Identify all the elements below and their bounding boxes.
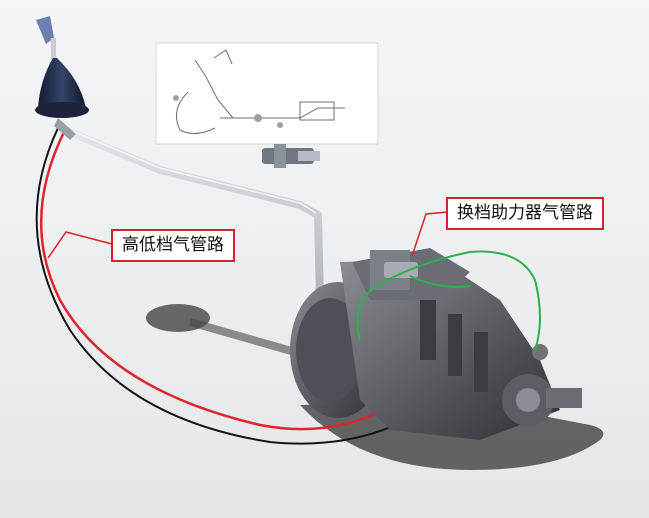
shift-boot-base xyxy=(35,102,89,118)
transmission-assembly xyxy=(290,248,582,440)
schematic-node xyxy=(254,114,262,122)
gear-shift-knob xyxy=(35,16,89,140)
schematic-hose-loop xyxy=(175,91,216,134)
schematic-node xyxy=(173,95,179,101)
shift-shaft xyxy=(51,38,56,60)
shift-assist-air-line-label: 换档助力器气管路 xyxy=(446,197,604,230)
shift-linkage-rod-highlight xyxy=(69,129,317,214)
shift-assist-air-line-branch xyxy=(409,275,471,288)
rear-bracket xyxy=(546,388,582,408)
shift-handle xyxy=(36,16,54,44)
shift-assist-air-line xyxy=(356,250,541,351)
schematic-cylinder xyxy=(299,101,335,121)
high-low-callout-leader xyxy=(47,231,113,259)
schematic-inset xyxy=(155,42,379,168)
housing-rib xyxy=(420,300,436,360)
schematic-lever-line xyxy=(194,59,234,119)
schematic-inset-panel xyxy=(155,42,379,145)
clutch-housing-face xyxy=(296,298,364,402)
housing-rib xyxy=(474,332,488,392)
shift-assist-callout-leader xyxy=(411,211,449,257)
high-low-gear-air-line-label: 高低档气管路 xyxy=(111,229,235,262)
schematic-node xyxy=(277,122,283,128)
schematic-bracket xyxy=(213,49,233,65)
housing-rib xyxy=(448,314,462,376)
output-flange-hub xyxy=(516,388,540,412)
rear-fitting xyxy=(532,344,548,360)
shift-assist-cylinder xyxy=(384,262,418,278)
shift-boot xyxy=(38,58,86,114)
shift-bracket xyxy=(54,118,76,140)
schematic-valve-part xyxy=(262,144,320,168)
